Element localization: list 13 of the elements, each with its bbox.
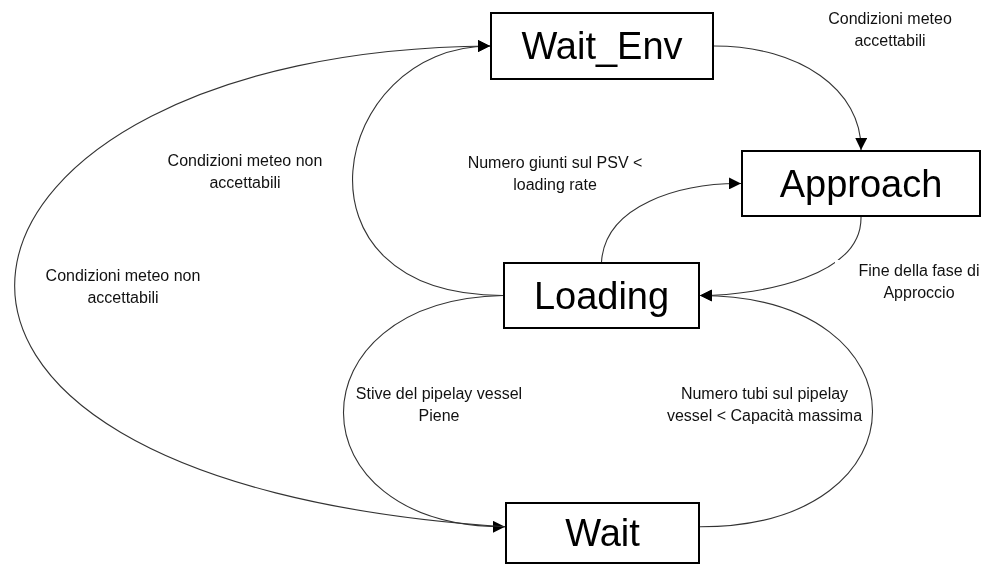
arrow [342,294,506,532]
arrow [15,40,506,528]
state-box [505,502,700,564]
state-box [490,12,714,80]
state-label: Wait [565,514,640,552]
arrow [713,45,867,151]
state-label: Loading [533,276,670,315]
state-box [741,150,981,217]
state-label: Wait_Env [521,27,683,65]
state-box [503,262,700,329]
arrow [699,290,874,528]
state-label: Approach [779,164,943,203]
arrow [600,177,742,263]
